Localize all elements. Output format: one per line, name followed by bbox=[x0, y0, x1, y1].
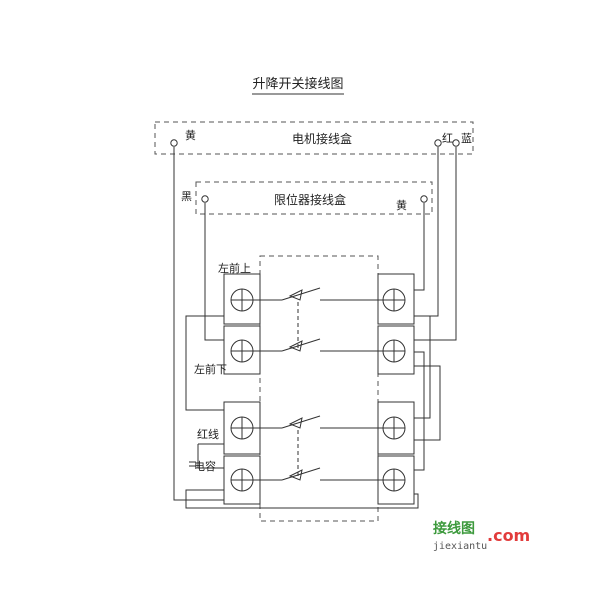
label-red-wire: 红线 bbox=[197, 427, 219, 441]
limiter-terminal-black bbox=[201, 195, 209, 203]
motor-terminal-blue bbox=[452, 139, 460, 147]
motor-wire-yellow-label: 黄 bbox=[185, 128, 196, 142]
label-front-left-up: 左前上 bbox=[218, 261, 251, 275]
watermark-url: jiexiantu bbox=[433, 541, 487, 552]
limiter-box-label: 限位器接线盒 bbox=[274, 192, 346, 207]
watermark-site-name: 接线图 bbox=[433, 520, 475, 537]
limiter-terminal-yellow bbox=[420, 195, 428, 203]
motor-wire-red-label: 红 bbox=[442, 132, 453, 145]
motor-wire-blue-label: 蓝 bbox=[461, 132, 472, 145]
capacitor-symbol-icon bbox=[189, 461, 196, 467]
limiter-wire-yellow-label: 黄 bbox=[396, 198, 407, 212]
label-front-left-down: 左前下 bbox=[194, 362, 227, 376]
wiring bbox=[173, 147, 457, 509]
switch-housing bbox=[259, 255, 379, 522]
motor-box-label: 电机接线盒 bbox=[292, 131, 352, 146]
limiter-junction-box bbox=[195, 181, 433, 215]
switch-contacts bbox=[253, 287, 383, 481]
limiter-wire-black-label: 黑 bbox=[181, 190, 192, 203]
watermark-domain: .com bbox=[487, 526, 530, 545]
motor-terminal-red bbox=[434, 139, 442, 147]
label-capacitor: 电容 bbox=[194, 459, 216, 473]
screw-terminals bbox=[230, 288, 406, 492]
motor-junction-box bbox=[154, 121, 474, 155]
motor-terminal-yellow bbox=[170, 139, 178, 147]
diagram-title: 升降开关接线图 bbox=[252, 76, 343, 92]
